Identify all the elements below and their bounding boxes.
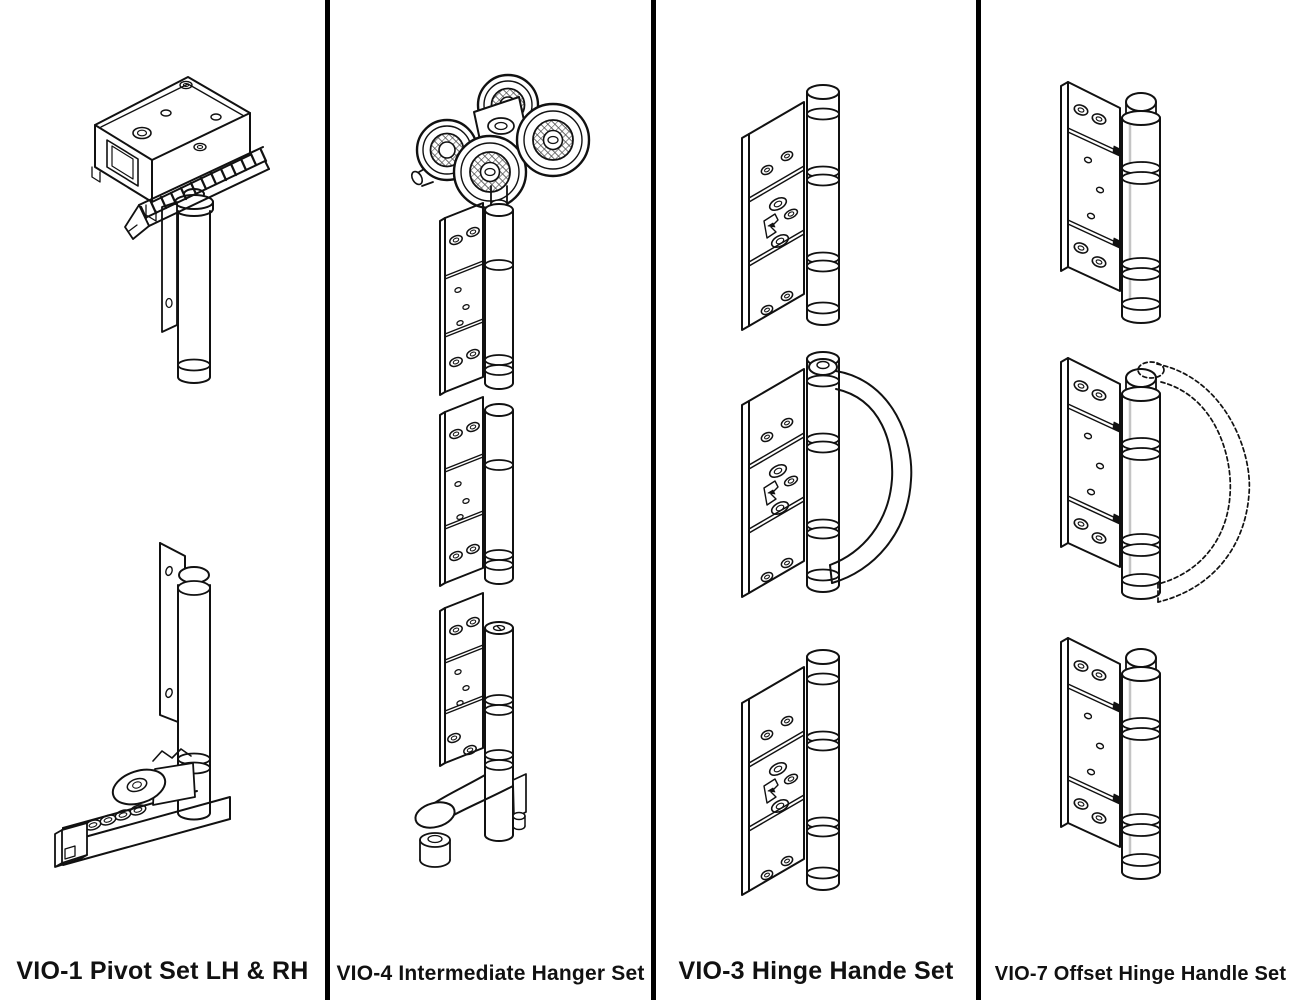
column-divider-2 <box>651 0 656 1000</box>
offset-hinge-top <box>1059 80 1162 325</box>
column-vio-3: VIO-3 Hinge Hande Set <box>656 0 976 1000</box>
column-vio-4: VIO-4 Intermediate Hanger Set <box>330 0 651 1000</box>
top-pivot-with-rack-and-post-drawing <box>91 76 270 384</box>
label-vio-4: VIO-4 Intermediate Hanger Set <box>336 962 645 985</box>
column-divider-3 <box>976 0 981 1000</box>
column-vio-7: VIO-7 Offset Hinge Handle Set <box>981 0 1300 1000</box>
column-vio-1: VIO-1 Pivot Set LH & RH <box>0 0 325 1000</box>
offset-hinge-handle-set-drawing <box>1059 80 1251 881</box>
label-vio-1: VIO-1 Pivot Set LH & RH <box>16 957 309 985</box>
bottom-floor-pivot-drawing <box>54 542 231 868</box>
offset-hinge-bottom <box>1059 636 1162 881</box>
hinge-handle-set-drawing <box>741 84 913 896</box>
hinge-top <box>741 84 840 331</box>
column-divider-1 <box>325 0 330 1000</box>
label-vio-7: VIO-7 Offset Hinge Handle Set <box>994 963 1287 985</box>
hinge-with-d-handle <box>741 351 913 598</box>
hinge-bottom <box>741 649 840 896</box>
intermediate-hanger-drawing <box>410 73 591 868</box>
label-vio-3: VIO-3 Hinge Hande Set <box>678 957 954 985</box>
offset-hinge-with-dashed-handle <box>1059 356 1251 603</box>
